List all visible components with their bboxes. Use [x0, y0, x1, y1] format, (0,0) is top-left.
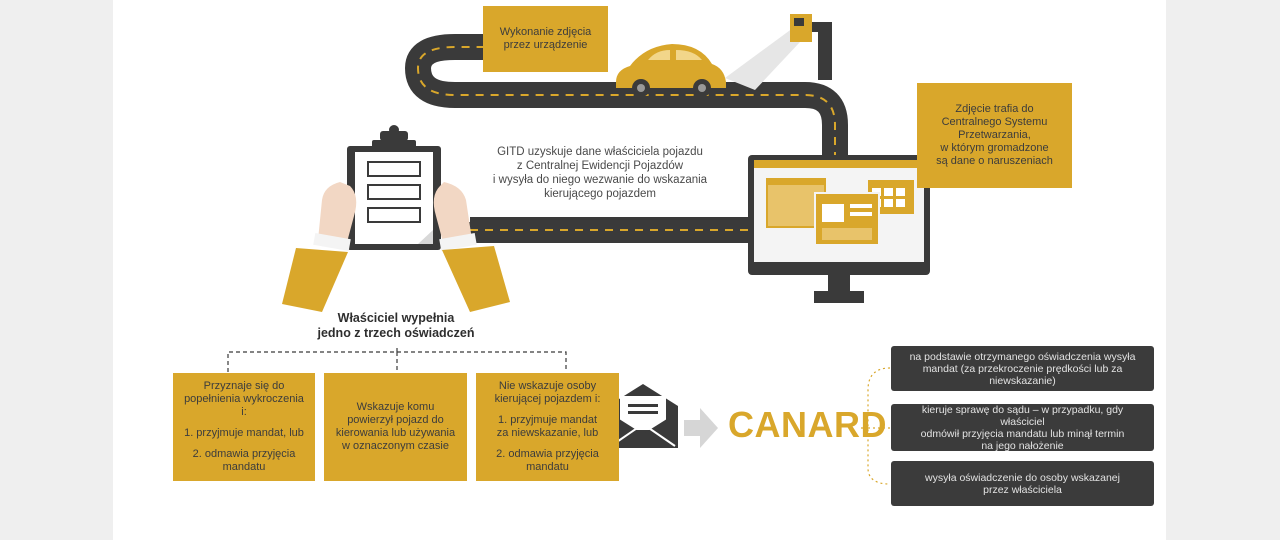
statement-3-item2a: 2. odmawia przyjęcia — [496, 448, 599, 460]
outcome-box-fine: na podstawie otrzymanego oświadczenia wy… — [891, 346, 1154, 391]
photo-capture-line1: Wykonanie zdjęcia — [499, 26, 592, 38]
gitd-line4: kierującego pojazdem — [544, 188, 656, 200]
statement-1-item2b: mandatu — [222, 461, 266, 473]
outcome-2-line1: kieruje sprawę do sądu – w przypadku, gd… — [921, 403, 1124, 428]
outcome-box-court: kieruje sprawę do sądu – w przypadku, gd… — [891, 403, 1154, 452]
photo-capture-box: Wykonanie zdjęcia przez urządzenie — [483, 6, 608, 72]
statement-1-item1: 1. przyjmuje mandat, lub — [184, 427, 304, 439]
canard-label: CANARD — [728, 404, 887, 445]
outcome-1-line2: mandat (za przekroczenie prędkości lub z… — [922, 362, 1123, 387]
central-system-line4: w którym gromadzone — [940, 142, 1049, 154]
statement-3-item2b: mandatu — [526, 461, 569, 473]
statement-1-item2a: 2. odmawia przyjęcia — [192, 448, 296, 460]
monitor-icon — [748, 155, 930, 303]
central-system-line5: są dane o naruszeniach — [936, 155, 1053, 167]
statement-2-line1: Wskazuje komu — [356, 401, 435, 413]
gitd-description: GITD uzyskuje dane właściciela pojazdu z… — [470, 145, 730, 201]
outcome-1-line1: na podstawie otrzymanego oświadczenia wy… — [909, 350, 1136, 363]
clipboard-icon — [347, 125, 441, 250]
statement-1-line1: Przyznaje się do — [203, 380, 285, 392]
outcome-2-line3: na jego nałożenie — [981, 439, 1064, 452]
statement-2-line4: w oznaczonym czasie — [342, 440, 449, 452]
statement-2-line3: kierowania lub używania — [335, 427, 456, 439]
outcome-3-line1: wysyła oświadczenie do osoby wskazanej — [925, 471, 1120, 484]
gitd-line1: GITD uzyskuje dane właściciela pojazdu — [497, 146, 703, 158]
statement-box-admits: Przyznaje się do popełnienia wykroczenia… — [173, 373, 315, 481]
photo-capture-line2: przez urządzenie — [503, 39, 588, 51]
statement-3-item1b: za niewskazanie, lub — [496, 427, 599, 439]
central-system-line2: Centralnego Systemu — [941, 116, 1048, 128]
statement-box-indicates: Wskazuje komu powierzył pojazd do kierow… — [324, 373, 467, 481]
statement-box-not-indicates: Nie wskazuje osoby kierującej pojazdem i… — [476, 373, 619, 481]
camera-icon — [725, 14, 832, 90]
statement-2-line2: powierzył pojazd do — [347, 414, 444, 426]
statement-3-item1a: 1. przyjmuje mandat — [497, 414, 598, 426]
statement-3-line1: Nie wskazuje osoby — [498, 380, 597, 392]
statements-connector — [227, 345, 567, 372]
outcome-box-forward: wysyła oświadczenie do osoby wskazanej p… — [891, 461, 1154, 506]
hands-icon — [282, 182, 510, 312]
statement-3-line2: kierującej pojazdem i: — [494, 393, 601, 405]
car-icon — [616, 44, 726, 97]
central-system-line3: Przetwarzania, — [958, 129, 1031, 141]
statement-1-line2: popełnienia wykroczenia i: — [184, 393, 304, 418]
outcomes-connector — [860, 367, 891, 485]
central-system-box: Zdjęcie trafia do Centralnego Systemu Pr… — [917, 83, 1072, 188]
owner-heading: Właściciel wypełnia jedno z trzech oświa… — [296, 311, 496, 341]
envelope-icon — [608, 384, 678, 448]
central-system-line1: Zdjęcie trafia do — [955, 103, 1034, 115]
outcome-3-line2: przez właściciela — [983, 483, 1062, 496]
gitd-line3: i wysyła do niego wezwanie do wskazania — [492, 174, 708, 186]
gitd-line2: z Centralnej Ewidencji Pojazdów — [516, 160, 684, 172]
outcome-2-line2: odmówił przyjęcia mandatu lub minął term… — [920, 427, 1125, 440]
owner-heading-line2: jedno z trzech oświadczeń — [317, 326, 475, 340]
arrow-right-icon — [684, 408, 718, 448]
owner-heading-line1: Właściciel wypełnia — [337, 311, 455, 325]
